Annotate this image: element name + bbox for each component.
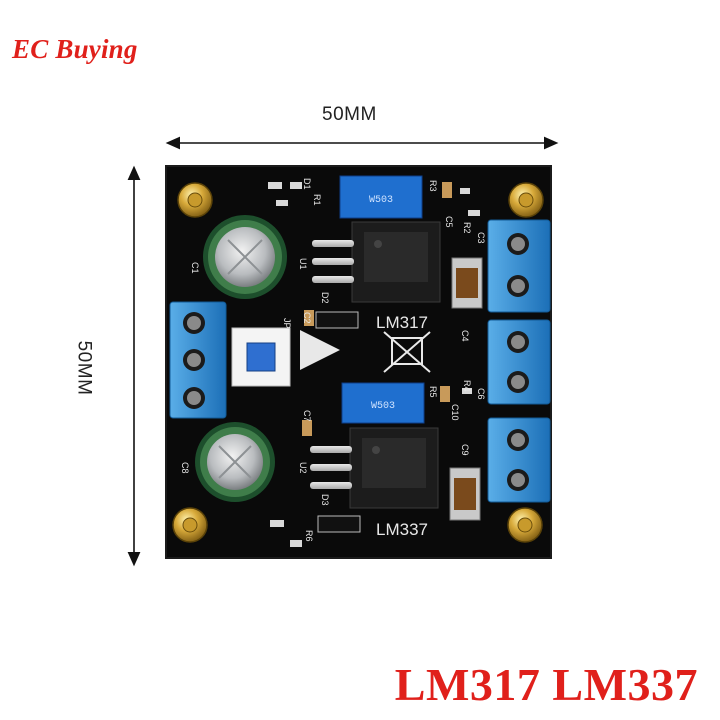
silk-r2: R2 bbox=[462, 222, 472, 234]
output-terminal-block-bottom bbox=[487, 417, 551, 503]
silk-u1: U1 bbox=[298, 258, 308, 270]
silk-c8: C8 bbox=[180, 462, 190, 474]
silk-lm317: LM317 bbox=[376, 313, 428, 332]
mounting-screw bbox=[177, 182, 213, 218]
silk-c6: C6 bbox=[476, 388, 486, 400]
regulator-lm337-ic bbox=[310, 427, 439, 509]
brand-logo: EC Buying bbox=[12, 34, 138, 64]
smd-capacitor-c4 bbox=[451, 257, 483, 309]
mounting-screw bbox=[507, 507, 543, 543]
height-dimension-label: 50MM bbox=[73, 340, 95, 396]
silk-c10: C10 bbox=[450, 404, 460, 421]
smd-capacitor-c9 bbox=[449, 467, 481, 521]
product-title: LM317 LM337 bbox=[394, 659, 698, 710]
silk-lm337: LM337 bbox=[376, 520, 428, 539]
silk-r6: R6 bbox=[304, 530, 314, 542]
silkscreen-text: LM317 LM337 C1 C2 C3 C4 C5 C6 C7 C8 C9 C… bbox=[180, 178, 486, 542]
output-terminal-block-middle bbox=[487, 319, 551, 405]
silk-c3: C3 bbox=[476, 232, 486, 244]
silk-r1: R1 bbox=[312, 194, 322, 206]
silk-d1: D1 bbox=[302, 178, 312, 190]
silk-c9: C9 bbox=[460, 444, 470, 456]
trimmer-potentiometer-top: W503 bbox=[339, 175, 423, 219]
silk-r5: R5 bbox=[428, 386, 438, 398]
silk-jp: JP bbox=[282, 318, 292, 329]
silk-c7: C7 bbox=[302, 410, 312, 422]
recycling-symbol bbox=[383, 331, 431, 373]
svg-text:W503: W503 bbox=[369, 195, 393, 206]
silk-c4: C4 bbox=[460, 330, 470, 342]
jumper-switch bbox=[231, 327, 291, 387]
trimmer-potentiometer-bottom: W503 bbox=[341, 382, 425, 424]
silk-u2: U2 bbox=[298, 462, 308, 474]
silk-d3: D3 bbox=[320, 494, 330, 506]
silk-r4: R4 bbox=[462, 380, 472, 392]
electrolytic-capacitor-c8 bbox=[195, 422, 275, 502]
silk-c5: C5 bbox=[444, 216, 454, 228]
width-dimension-label: 50MM bbox=[322, 104, 377, 125]
silk-c2: C2 bbox=[302, 312, 312, 324]
silk-c1: C1 bbox=[190, 262, 200, 274]
silkscreen-logo bbox=[300, 330, 340, 370]
svg-text:W503: W503 bbox=[371, 401, 395, 412]
smd-components bbox=[268, 182, 480, 547]
electrolytic-capacitor-c1 bbox=[203, 215, 287, 299]
output-terminal-block-top bbox=[487, 219, 551, 313]
silk-r3: R3 bbox=[428, 180, 438, 192]
mounting-screw bbox=[172, 507, 208, 543]
regulator-lm317-ic bbox=[312, 221, 441, 303]
input-terminal-block bbox=[169, 301, 227, 419]
mounting-screw bbox=[508, 182, 544, 218]
silk-d2: D2 bbox=[320, 292, 330, 304]
